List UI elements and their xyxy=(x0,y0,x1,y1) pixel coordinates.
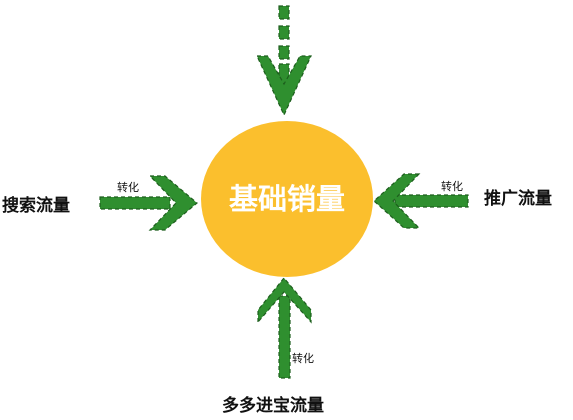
source-label-right: 推广流量 xyxy=(484,188,552,209)
left-arrow-head xyxy=(148,175,198,231)
right-arrow-stem xyxy=(394,194,469,208)
top-arrow-dash-3 xyxy=(278,45,290,60)
right-arrow xyxy=(373,173,469,229)
right-arrow-head xyxy=(373,173,421,229)
top-arrow-head xyxy=(256,55,312,117)
center-node-label: 基础销量 xyxy=(229,182,345,216)
edge-label-bottom: 转化 xyxy=(292,351,314,365)
source-label-left: 搜索流量 xyxy=(2,195,70,216)
edge-label-right: 转化 xyxy=(441,179,463,193)
bottom-arrow-head xyxy=(257,277,312,324)
bottom-arrow xyxy=(257,277,312,379)
left-arrow xyxy=(99,175,198,231)
center-node xyxy=(201,121,373,277)
top-arrow-dash-1 xyxy=(278,5,290,20)
source-label-bottom: 多多进宝流量 xyxy=(222,395,324,416)
bottom-arrow-stem xyxy=(278,295,291,379)
top-arrow-dash-2 xyxy=(278,25,290,40)
left-arrow-stem xyxy=(99,196,171,210)
top-arrow xyxy=(256,5,312,117)
edge-label-left: 转化 xyxy=(117,180,139,194)
